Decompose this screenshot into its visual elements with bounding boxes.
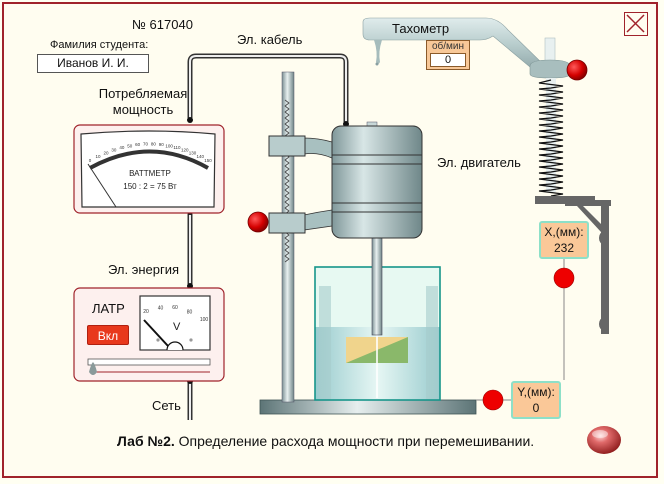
tachometer-value: 0 — [430, 53, 466, 67]
latr-slider-handle[interactable] — [89, 362, 97, 375]
lab-title-bold: Лаб №2. — [117, 433, 175, 449]
student-label: Фамилия студента: — [50, 39, 149, 51]
latr-device: 20 40 60 80 100 — [73, 287, 225, 382]
voltmeter-tick-label: 60 — [172, 305, 178, 311]
x-readout: X,(мм): 232 — [539, 221, 589, 259]
next-button[interactable] — [587, 426, 621, 454]
wattmeter-tick-label: 10 — [95, 154, 101, 159]
tachometer-title: Тахометр — [392, 21, 450, 36]
wattmeter-needle — [87, 163, 117, 208]
student-name-field[interactable]: Иванов И. И. — [37, 54, 149, 73]
lab-title-text: Определение расхода мощности при перемеш… — [174, 433, 535, 449]
wattmeter-tick-label: 100 — [165, 143, 173, 148]
lab-stand — [259, 71, 477, 415]
network-label: Сеть — [152, 398, 181, 413]
consumed-power-line2: мощность — [112, 102, 174, 117]
voltmeter-tick-label: 40 — [158, 305, 164, 311]
wattmeter-tick-label: 50 — [127, 143, 133, 148]
y-readout-label: Y,(мм): — [517, 385, 555, 399]
y-readout: Y,(мм): 0 — [511, 381, 561, 419]
x-readout-value: 232 — [553, 241, 575, 255]
tachometer-readout: об/мин 0 — [426, 40, 470, 70]
y-readout-value: 0 — [532, 401, 540, 415]
wattmeter-tick-label: 140 — [196, 154, 204, 159]
latr-power-button[interactable]: Вкл — [87, 325, 129, 345]
tachometer-unit: об/мин — [431, 41, 465, 52]
wattmeter-tick-label: 60 — [135, 142, 141, 147]
stand-height-knob[interactable] — [247, 211, 269, 233]
wattmeter-tick-label: 70 — [143, 142, 149, 147]
wattmeter-formula: 150 : 2 = 75 Вт — [123, 182, 177, 191]
close-icon — [626, 14, 645, 33]
voltmeter-tick-label: 20 — [143, 309, 149, 315]
lab-title: Лаб №2. Определение расхода мощности при… — [117, 433, 534, 449]
latr-title: ЛАТР — [92, 301, 125, 316]
wall-bracket — [535, 196, 611, 334]
wattmeter-tick-label: 80 — [151, 142, 157, 147]
wattmeter-tick-label: 130 — [189, 150, 197, 155]
voltmeter-tick-label: 100 — [200, 317, 209, 323]
wattmeter-tick-label: 0 — [89, 158, 92, 163]
close-button[interactable] — [624, 12, 648, 36]
wattmeter-tick-label: 120 — [181, 147, 189, 152]
spring — [538, 78, 564, 197]
consumed-power-line1: Потребляемая — [98, 86, 188, 101]
wattmeter-title: ВАТТМЕТР — [129, 169, 171, 178]
wattmeter-tick-label: 90 — [159, 142, 165, 147]
voltmeter-unit: V — [173, 321, 181, 333]
x-readout-label: X,(мм): — [544, 225, 584, 239]
tachometer — [362, 17, 571, 79]
voltmeter-tick-label: 80 — [187, 309, 193, 315]
y-position-knob[interactable] — [482, 389, 504, 411]
consumed-power-label: Потребляемая мощность — [83, 86, 203, 118]
cable-label: Эл. кабель — [237, 32, 303, 47]
wattmeter-tick-label: 30 — [111, 147, 117, 152]
wattmeter-tick-label: 150 — [204, 158, 212, 163]
wattmeter-tick-label: 40 — [119, 145, 125, 150]
power-cable — [187, 53, 349, 420]
wattmeter-tick-label: 20 — [103, 150, 109, 155]
spring-knob[interactable] — [566, 59, 588, 81]
x-position-knob[interactable] — [553, 267, 575, 289]
lab-number: № 617040 — [132, 17, 193, 32]
wattmeter-tick-label: 110 — [173, 145, 181, 150]
electric-motor — [331, 121, 423, 239]
motor-label: Эл. двигатель — [437, 155, 521, 170]
energy-label: Эл. энергия — [108, 262, 180, 277]
